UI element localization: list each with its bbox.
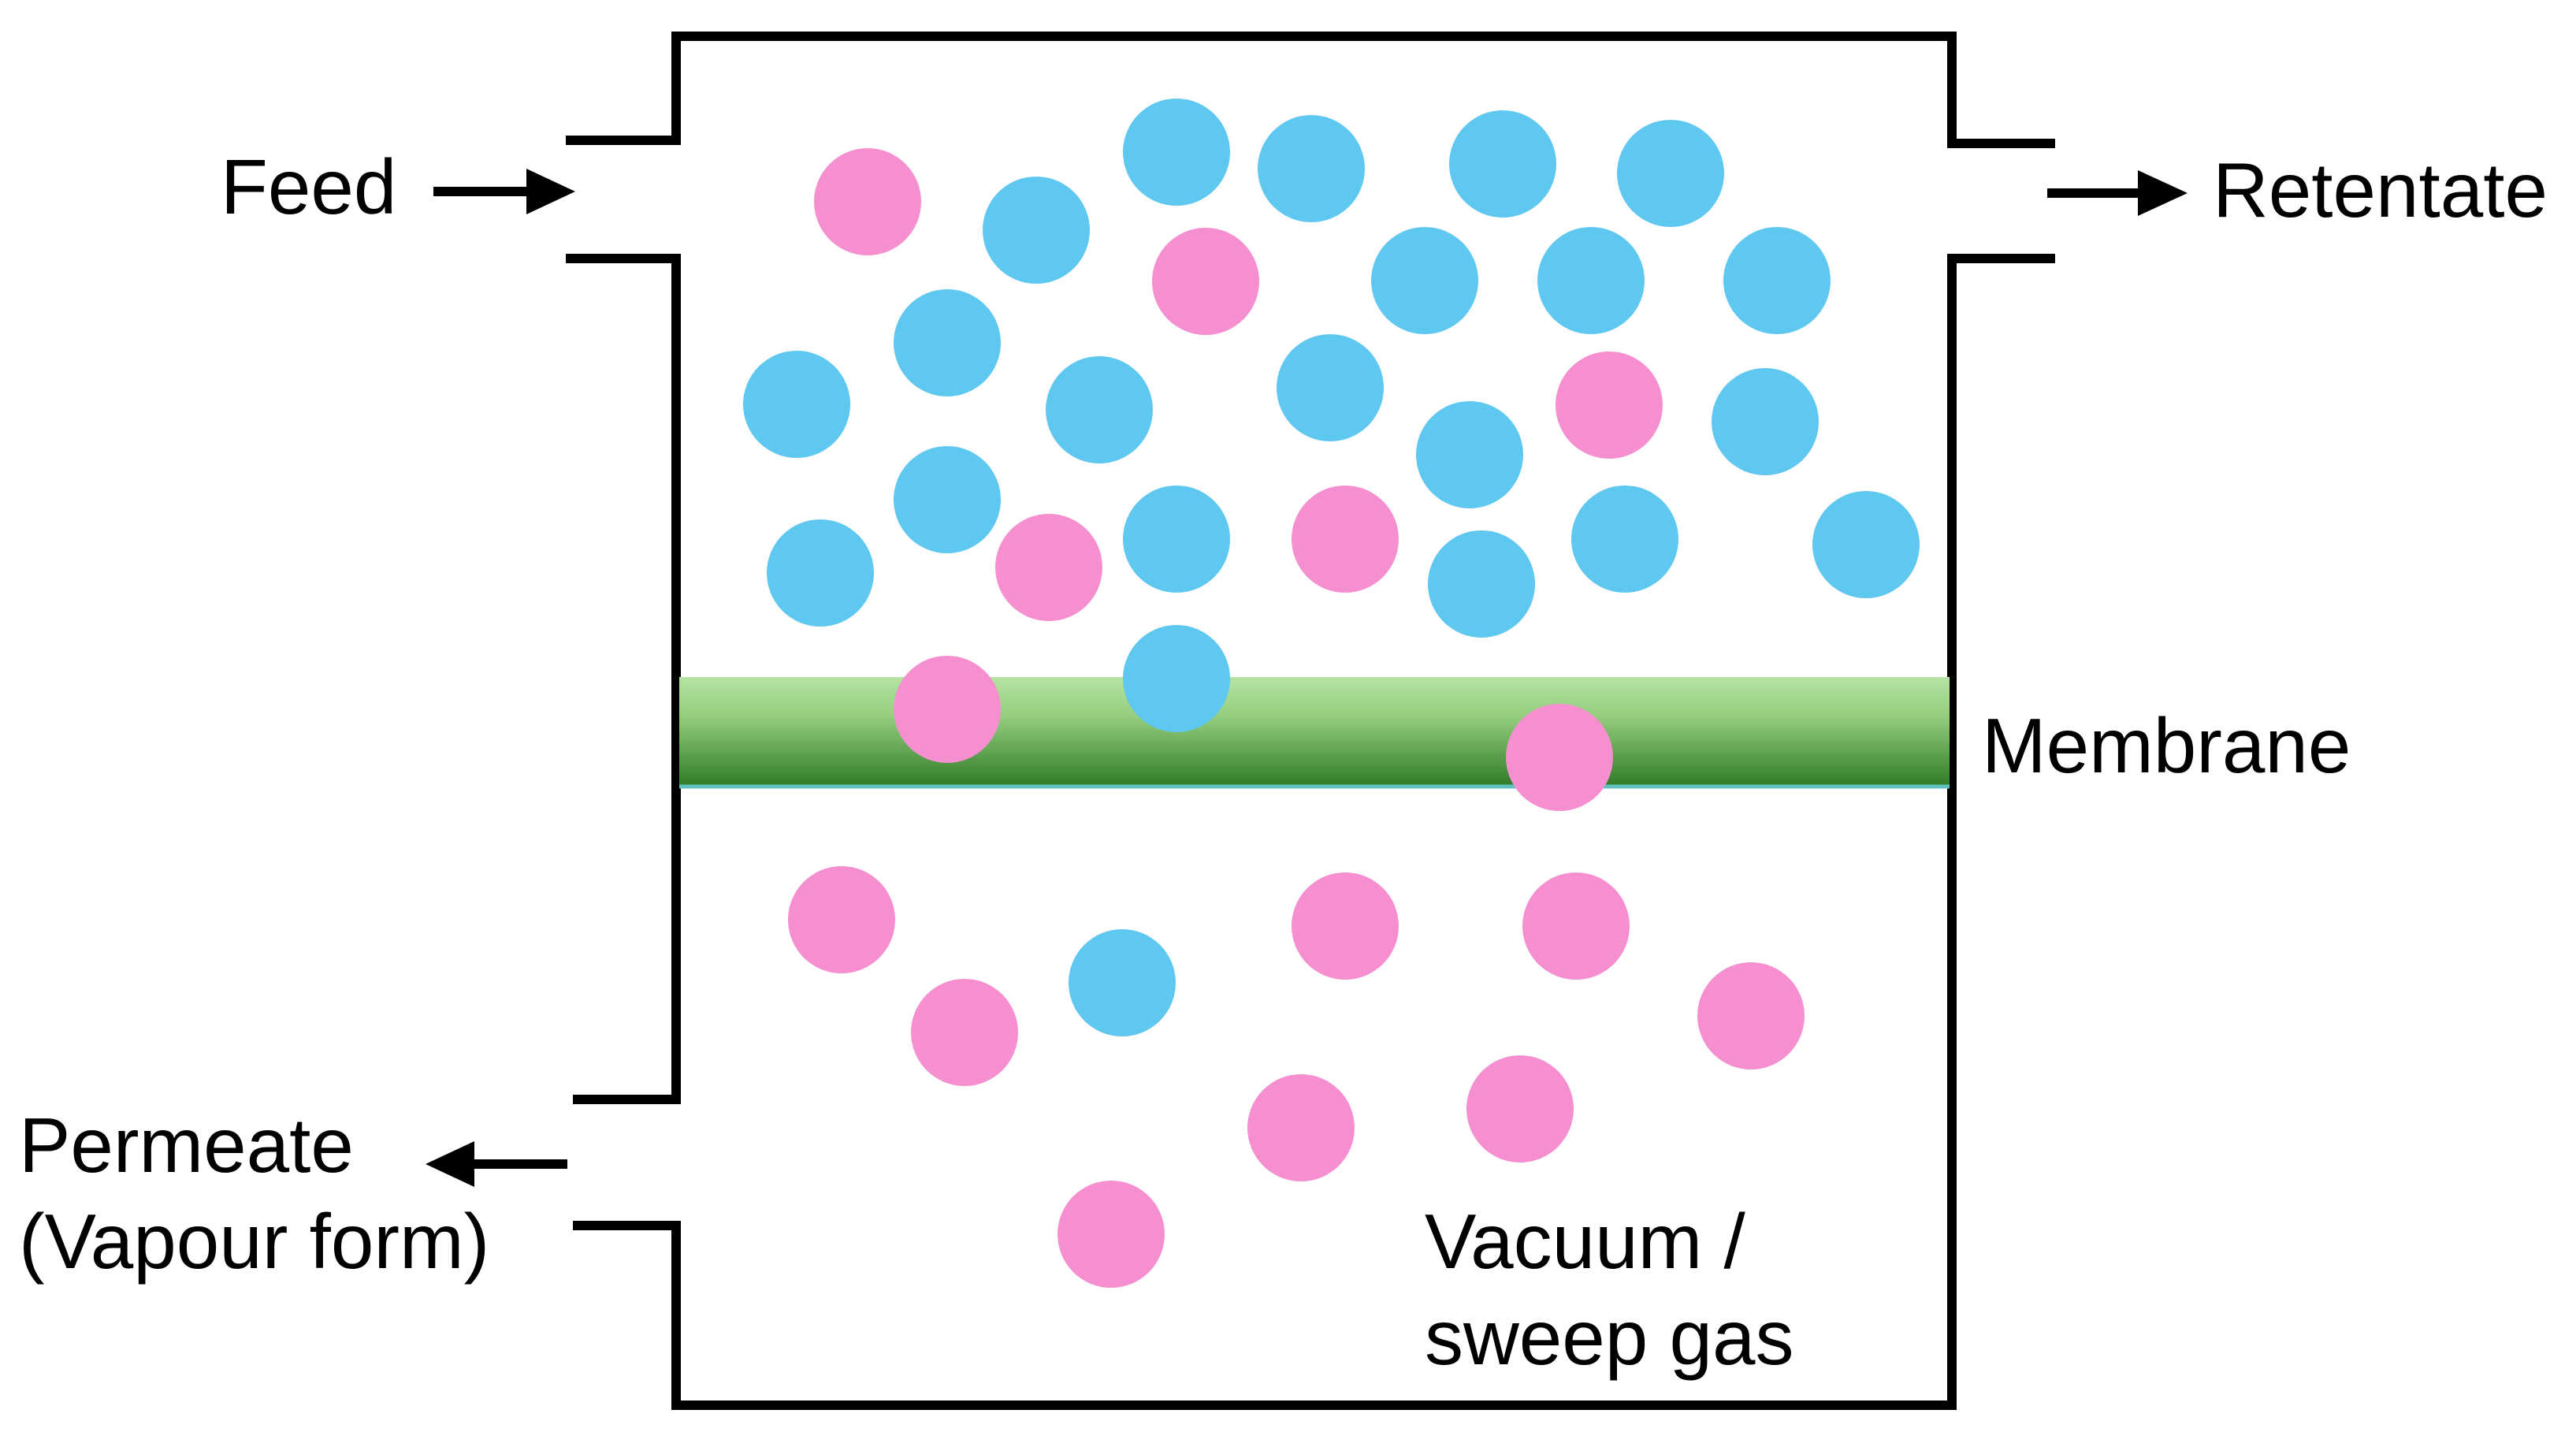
vessel-outline	[566, 32, 2055, 1410]
pink-molecule	[814, 148, 921, 255]
pink-molecules	[788, 148, 1805, 1288]
pink-molecule	[788, 866, 895, 973]
blue-molecule	[1428, 530, 1535, 638]
pink-molecule	[1556, 352, 1663, 459]
blue-molecule	[1723, 227, 1831, 334]
retentate-label: Retentate	[2213, 147, 2548, 233]
vessel-top-wall	[566, 32, 2055, 148]
blue-molecule	[1277, 334, 1384, 441]
vessel-left-upper-wall	[566, 254, 681, 1104]
blue-molecule	[1258, 115, 1365, 222]
blue-molecule	[983, 177, 1090, 284]
vacuum-label: Vacuum /	[1425, 1198, 1745, 1285]
permeate-arrow	[426, 1141, 567, 1187]
blue-molecule	[1123, 99, 1230, 206]
blue-molecule	[1371, 227, 1478, 334]
pink-molecule	[1058, 1181, 1165, 1288]
blue-molecule	[1449, 110, 1556, 218]
blue-molecule	[1046, 356, 1153, 463]
blue-molecule	[743, 351, 850, 458]
pink-molecule	[911, 979, 1018, 1086]
membrane-layer	[679, 677, 1950, 787]
pink-molecule	[1247, 1074, 1355, 1181]
blue-molecule	[1069, 929, 1176, 1036]
pink-molecule	[1697, 962, 1805, 1069]
pink-molecule	[1522, 872, 1630, 980]
blue-molecule	[1416, 401, 1523, 508]
pink-molecule	[1506, 704, 1613, 811]
pink-molecule	[1292, 485, 1399, 593]
pink-molecule	[1152, 228, 1259, 335]
blue-molecule	[1812, 491, 1920, 598]
pink-molecule	[995, 514, 1102, 621]
feed-label: Feed	[221, 143, 397, 230]
blue-molecule	[894, 446, 1001, 553]
pink-molecule	[1292, 872, 1399, 980]
blue-molecule	[1537, 227, 1645, 334]
permeate-label: Permeate	[19, 1102, 354, 1188]
blue-molecule	[767, 519, 874, 627]
blue-molecule	[1123, 485, 1230, 593]
feed-arrow	[433, 169, 575, 214]
blue-molecules	[743, 99, 1920, 1036]
membrane-label: Membrane	[1982, 702, 2351, 789]
sweep-gas-label: sweep gas	[1425, 1294, 1794, 1381]
pink-molecule	[1466, 1055, 1574, 1162]
permeate-form-label: (Vapour form)	[19, 1198, 490, 1285]
blue-molecule	[1123, 625, 1230, 732]
blue-molecule	[894, 289, 1001, 396]
blue-molecule	[1571, 485, 1678, 593]
blue-molecule	[1617, 120, 1724, 227]
pink-molecule	[894, 656, 1001, 763]
blue-molecule	[1712, 368, 1819, 475]
vessel-left-lower-wall	[573, 254, 2055, 1410]
retentate-arrow	[2047, 170, 2188, 216]
